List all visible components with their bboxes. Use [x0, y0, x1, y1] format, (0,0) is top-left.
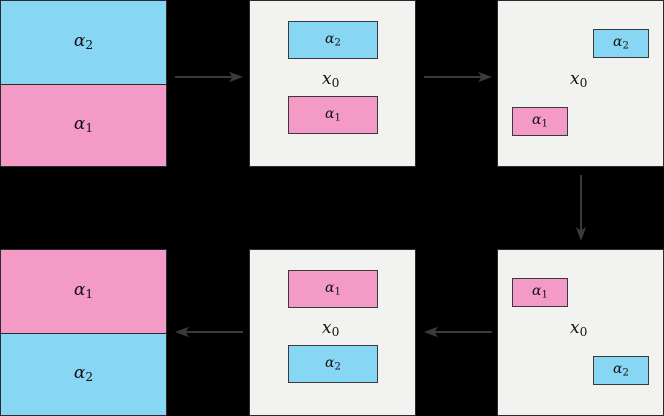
- label-x0: x0: [322, 318, 340, 340]
- band-alpha2: α2: [1, 1, 166, 84]
- arrow-top-left-to-middle-icon: [175, 70, 243, 84]
- panel-top-right: α2 x0 α1: [497, 0, 664, 167]
- chip-label-alpha1: α1: [325, 279, 341, 298]
- panel-bottom-left: α1 α2: [0, 249, 167, 416]
- chip-alpha2: α2: [288, 21, 378, 59]
- band-alpha2: α2: [1, 332, 166, 415]
- label-x0: x0: [322, 69, 340, 91]
- panel-top-middle: α2 x0 α1: [249, 0, 416, 167]
- chip-alpha1: α1: [288, 96, 378, 134]
- band-alpha1: α1: [1, 250, 166, 333]
- chip-label-alpha2: α2: [613, 361, 629, 379]
- label-alpha1: α1: [73, 280, 94, 302]
- arrow-bottom-right-to-middle-icon: [424, 325, 492, 339]
- chip-alpha2: α2: [593, 29, 649, 58]
- label-x0: x0: [570, 318, 588, 340]
- chip-alpha2: α2: [288, 345, 378, 383]
- label-alpha2: α2: [73, 363, 94, 385]
- label-alpha2: α2: [73, 31, 94, 53]
- arrow-right-down-icon: [574, 175, 588, 241]
- chip-label-alpha1: α1: [325, 105, 341, 124]
- chip-label-alpha2: α2: [325, 30, 341, 49]
- chip-alpha1: α1: [512, 278, 568, 307]
- arrow-top-middle-to-right-icon: [424, 70, 492, 84]
- label-x0: x0: [570, 69, 588, 91]
- chip-label-alpha1: α1: [532, 112, 548, 130]
- arrow-bottom-middle-to-left-icon: [175, 325, 243, 339]
- chip-alpha1: α1: [512, 107, 568, 136]
- panel-bottom-middle: α1 x0 α2: [249, 249, 416, 416]
- panel-top-left: α2 α1: [0, 0, 167, 167]
- label-alpha1: α1: [73, 114, 94, 136]
- chip-label-alpha2: α2: [325, 354, 341, 373]
- panel-bottom-right: α1 x0 α2: [497, 249, 664, 416]
- chip-label-alpha2: α2: [613, 34, 629, 52]
- chip-alpha1: α1: [288, 270, 378, 308]
- band-alpha1: α1: [1, 83, 166, 166]
- chip-label-alpha1: α1: [532, 283, 548, 301]
- chip-alpha2: α2: [593, 356, 649, 385]
